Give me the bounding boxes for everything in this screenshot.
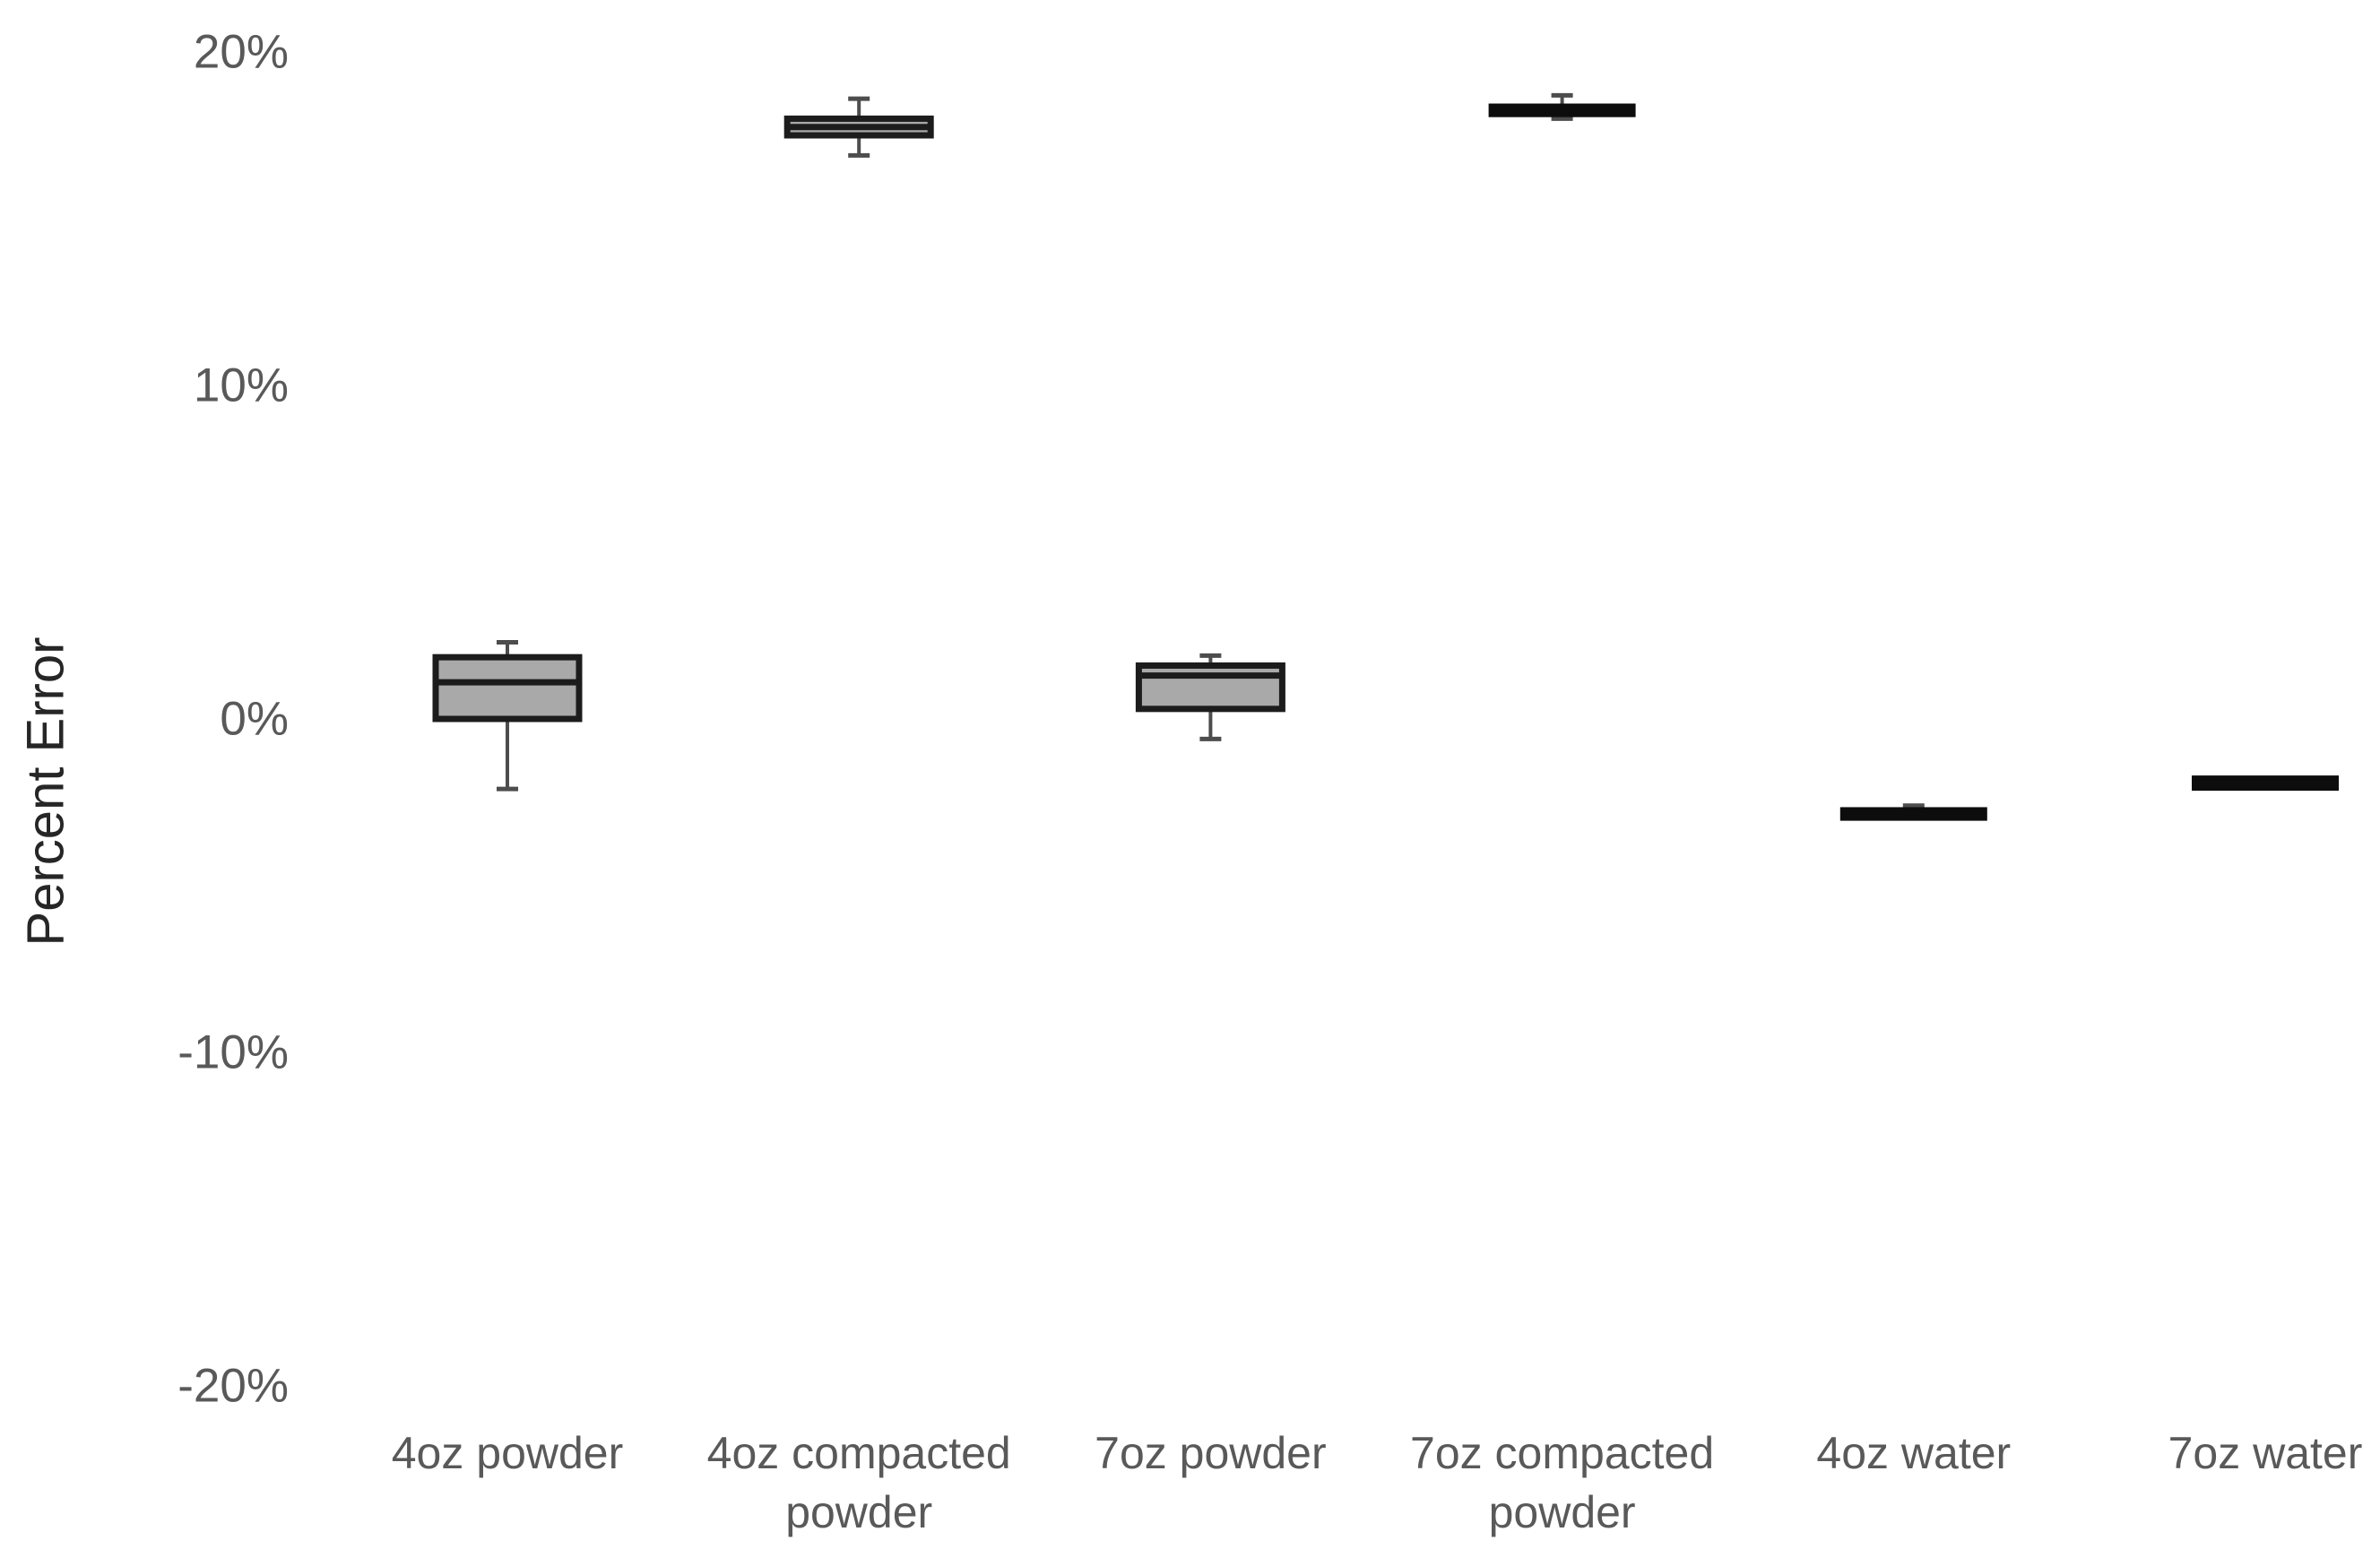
box-7oz-powder [1135, 653, 1285, 741]
box-7oz-water [2192, 775, 2339, 792]
x-category-label: 4oz compacted powder [706, 1428, 1011, 1537]
box-7oz-compacted-powder [1488, 92, 1636, 121]
x-category-label: 7oz compacted powder [1410, 1428, 1715, 1537]
y-axis-title: Percent Error [16, 636, 75, 947]
x-category-label: 7oz water [2168, 1428, 2363, 1478]
iqr-box [2192, 775, 2339, 792]
y-tick-label: -10% [177, 1025, 289, 1079]
x-category-label: 4oz water [1816, 1428, 2012, 1478]
x-category-label: 4oz powder [391, 1428, 624, 1478]
x-category-label: 7oz powder [1095, 1428, 1327, 1478]
y-tick-label: 20% [193, 25, 289, 79]
iqr-box [432, 653, 583, 723]
box-4oz-powder [432, 639, 583, 792]
box-4oz-compacted-powder [783, 96, 934, 158]
y-tick-label: 10% [193, 359, 289, 412]
box-4oz-water [1839, 803, 1987, 821]
y-tick-label: -20% [177, 1359, 289, 1413]
y-tick-label: 0% [220, 692, 289, 746]
iqr-box [1488, 103, 1636, 117]
iqr-box [1839, 807, 1987, 821]
iqr-box [1135, 662, 1285, 713]
